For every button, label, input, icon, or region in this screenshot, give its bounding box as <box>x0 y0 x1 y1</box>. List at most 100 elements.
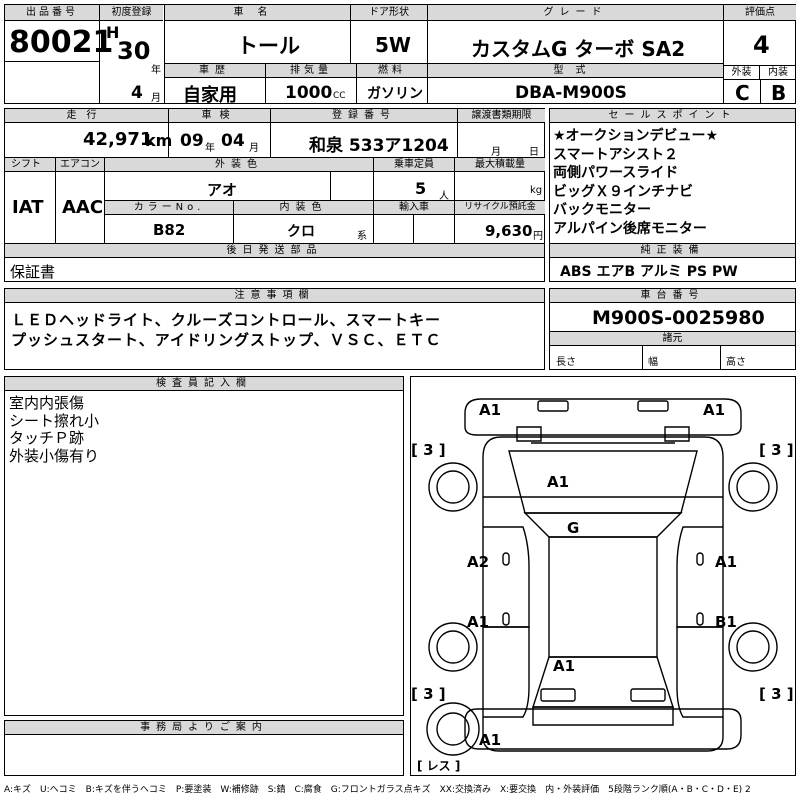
notes-line-2: プッシュスタート、アイドリングストップ、ＶＳＣ、ＥＴＣ <box>11 331 442 349</box>
fuel: ガソリン <box>367 86 423 102</box>
car-name-header: 車名 <box>165 5 350 21</box>
reg-month: 4 <box>131 83 143 103</box>
width-label: 幅 <box>648 357 658 368</box>
displacement: 1000 <box>285 83 333 103</box>
car-outline <box>426 398 778 756</box>
office-header: 事務局よりご案内 <box>5 721 403 735</box>
lot-number: 80021 <box>9 25 114 60</box>
mark-rear: A1 <box>479 731 502 749</box>
reg-no: 和泉 533ア1204 <box>309 136 449 156</box>
mark-roof-rear: A1 <box>553 657 576 675</box>
door-header: ドア形状 <box>351 5 427 21</box>
mark-hood: A1 <box>547 473 570 491</box>
exterior-color: アオ <box>207 181 238 199</box>
lot-no-header: 出品番号 <box>5 5 99 21</box>
int-color-header: 内装色 <box>234 201 373 215</box>
model-header: 型式 <box>428 64 723 78</box>
capacity: 5 <box>415 179 427 198</box>
car-name: トール <box>237 34 300 58</box>
grade: カスタムG ターボ SA2 <box>471 37 686 61</box>
insp-year-unit: 年 <box>205 143 215 154</box>
color-no: B82 <box>153 221 186 239</box>
mileage-unit: km <box>145 131 173 150</box>
notes-line-1: ＬＥＤヘッドライト、クルーズコントロール、スマートキー <box>11 311 442 329</box>
inspector-block: 検査員記入欄 室内内張傷 シート擦れ小 タッチＰ跡 外装小傷有り <box>4 376 404 716</box>
history: 自家用 <box>183 85 237 106</box>
int-color-unit: 系 <box>357 231 367 242</box>
height-label: 高さ <box>726 357 746 368</box>
mileage-header: 走行 <box>5 109 168 123</box>
legend: A:キズ U:ヘコミ B:キズを伴うヘコミ P:要塗装 W:補修跡 S:錆 C:… <box>4 785 751 795</box>
length-label: 長さ <box>556 357 576 368</box>
sales-item: ★オークションデビュー★ <box>553 128 719 144</box>
shift-header: シフト <box>5 158 55 172</box>
inspector-line: タッチＰ跡 <box>9 429 85 447</box>
reg-no-header: 登録番号 <box>271 109 457 123</box>
inspection-header: 車検 <box>169 109 270 123</box>
capacity-header: 乗車定員 <box>374 158 454 172</box>
office-block: 事務局よりご案内 <box>4 720 404 776</box>
mark-front-left: A1 <box>479 401 502 419</box>
displacement-unit: CC <box>333 91 346 101</box>
later-parts: 保証書 <box>10 263 56 281</box>
reg-year-unit: 年 <box>151 65 161 76</box>
chassis-header: 車台番号 <box>550 289 795 303</box>
transfer-day: 日 <box>529 147 539 158</box>
inspector-line: 室内内張傷 <box>9 394 85 412</box>
inspector-line: 外装小傷有り <box>9 446 100 465</box>
sales-item: 両側パワースライド <box>553 165 679 181</box>
insp-month-unit: 月 <box>249 143 259 154</box>
era: H <box>106 23 120 42</box>
mark-front-right: A1 <box>703 401 726 419</box>
mark-spare-tire: [ レス ] <box>417 759 461 773</box>
load-header: 最大積載量 <box>455 158 545 172</box>
recycle-header: リサイクル預託金 <box>455 201 545 215</box>
mark-tire-front-right: [ 3 ] <box>759 441 794 459</box>
insp-month: 04 <box>221 131 245 151</box>
equipment-header: 純正装備 <box>550 244 795 258</box>
mark-windshield: G <box>567 519 580 537</box>
capacity-unit: 人 <box>439 191 449 202</box>
chassis-no: M900S-0025980 <box>592 307 765 329</box>
car-diagram: A1 A1 [ 3 ] [ 3 ] A1 G A2 A1 A1 B1 A1 [ … <box>410 376 796 776</box>
mark-front-right-door: A1 <box>715 553 738 571</box>
load-unit: kg <box>530 185 543 196</box>
score-header: 評価点 <box>724 5 796 21</box>
mark-rear-left-door: A1 <box>467 613 490 631</box>
sales-list: ★オークションデビュー★ スマートアシスト２ 両側パワースライド ビッグＸ９イン… <box>553 127 718 238</box>
top-block: 出品番号 80021 初度登録 H 30 年 4 月 車名 トール ドア形状 5… <box>4 4 796 106</box>
sales-item: ビッグＸ９インチナビ <box>553 183 693 200</box>
ac-header: エアコン <box>56 158 104 172</box>
mark-tire-front-left: [ 3 ] <box>411 441 446 459</box>
inspector-line: シート擦れ小 <box>9 411 100 430</box>
recycle-unit: 円 <box>533 231 543 242</box>
ac: AAC <box>62 197 104 218</box>
notes-block: 注意事項欄 ＬＥＤヘッドライト、クルーズコントロール、スマートキー プッシュスタ… <box>4 288 545 370</box>
fuel-header: 燃料 <box>357 64 427 78</box>
color-header: 外装色 <box>105 158 373 172</box>
sales-header: セールスポイント <box>550 109 795 123</box>
first-reg-header: 初度登録 <box>100 5 163 21</box>
ext-grade: C <box>735 81 750 105</box>
int-grade: B <box>771 81 787 105</box>
score: 4 <box>753 31 770 59</box>
chassis-block: 車台番号 M900S-0025980 諸元 長さ 幅 高さ <box>549 288 796 370</box>
sales-item: アルパイン後席モニター <box>553 220 707 237</box>
color-no-header: カラーNo. <box>105 201 233 215</box>
mark-front-left-door: A2 <box>467 553 490 571</box>
insp-year: 09 <box>180 131 204 151</box>
reg-month-unit: 月 <box>151 93 161 104</box>
mark-tire-rear-right: [ 3 ] <box>759 685 794 703</box>
reg-year: 30 <box>117 37 151 65</box>
mileage: 42,971 <box>83 129 153 150</box>
displacement-header: 排気量 <box>266 64 356 78</box>
transfer-month: 月 <box>491 147 501 158</box>
int-header: 内装 <box>760 66 796 80</box>
spec-header: 諸元 <box>550 332 795 346</box>
shift: IAT <box>12 197 44 218</box>
grade-header: グレード <box>428 5 723 21</box>
later-parts-header: 後日発送部品 <box>5 244 544 258</box>
int-color: クロ <box>287 224 315 240</box>
model: DBA-M900S <box>515 83 627 103</box>
recycle: 9,630 <box>485 222 533 240</box>
